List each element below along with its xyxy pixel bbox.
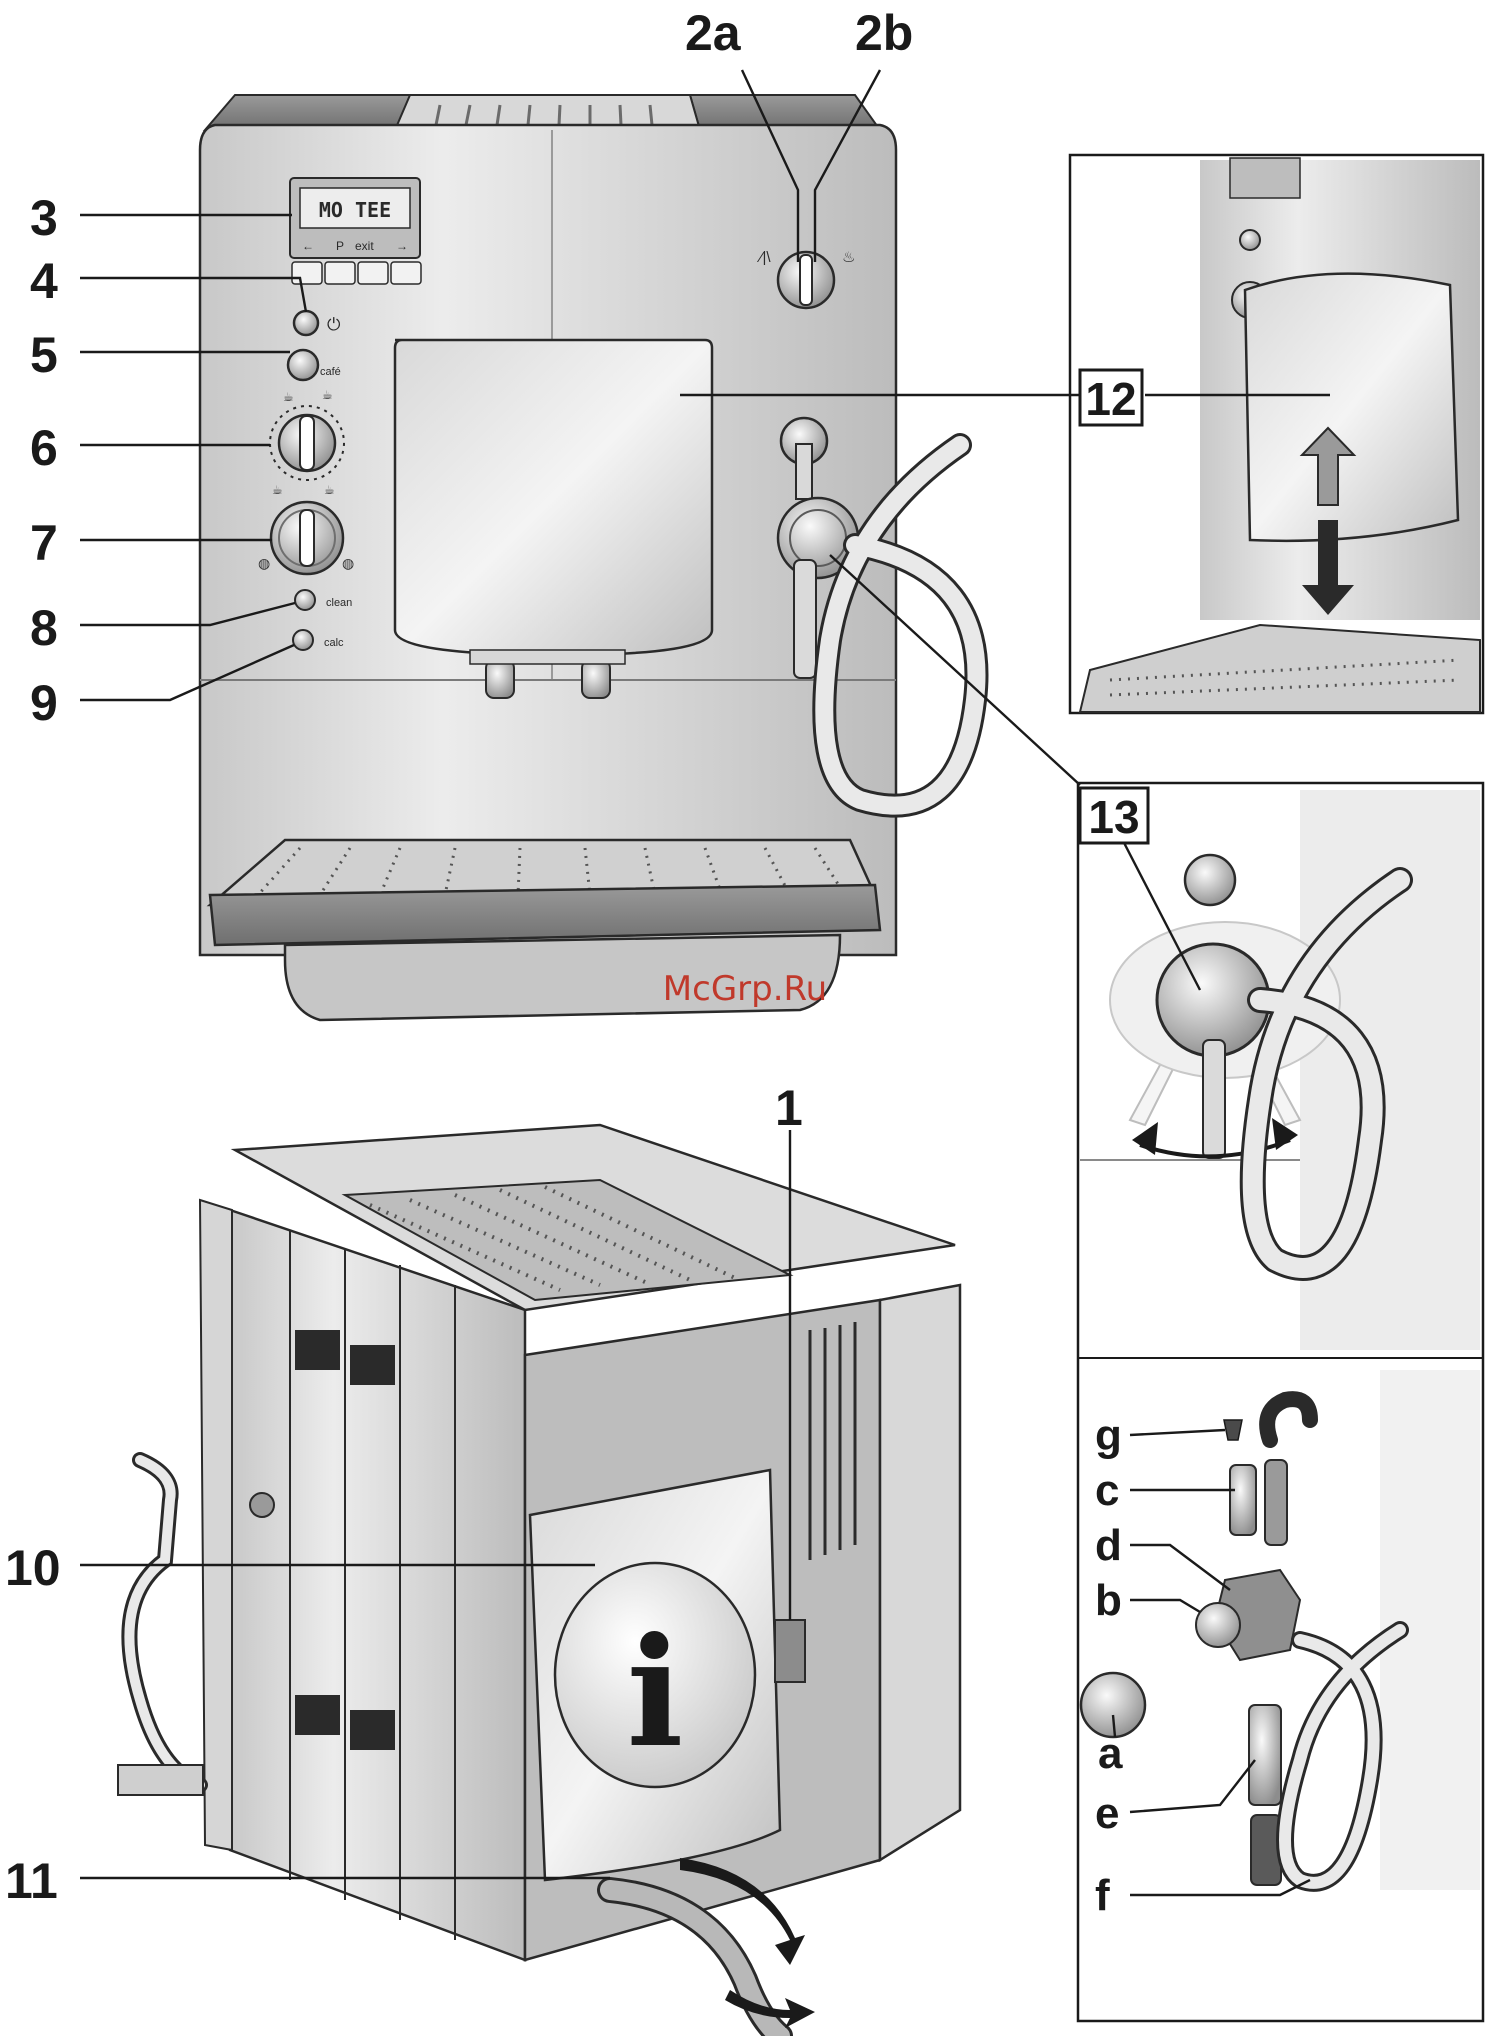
label-8: 8 [30, 600, 58, 656]
label-a: a [1098, 1729, 1123, 1778]
part-b [1196, 1603, 1240, 1647]
cafe-button[interactable] [288, 350, 318, 380]
cup-icon-left: ☕ [272, 483, 283, 497]
label-1: 1 [775, 1080, 803, 1136]
bean-icon-right: ◍ [342, 555, 354, 571]
display-key-2[interactable] [325, 262, 355, 284]
inset-water-tank [1070, 155, 1483, 713]
info-symbol: i [627, 1605, 684, 1781]
display-key-1[interactable] [292, 262, 322, 284]
watermark: McGrp.Ru [663, 969, 827, 1009]
bean-icon-left: ◍ [258, 555, 270, 571]
clean-label: clean [326, 597, 352, 609]
calc-indicator [293, 630, 313, 650]
cup-small-icon: ☕ [283, 390, 294, 404]
label-3: 3 [30, 190, 58, 246]
label-g: g [1095, 1411, 1122, 1460]
key-label-exit: exit [355, 239, 374, 253]
label-e: e [1095, 1789, 1119, 1838]
part-g [1224, 1420, 1242, 1440]
display-key-4[interactable] [391, 262, 421, 284]
label-4: 4 [30, 253, 58, 309]
part-e [1249, 1705, 1281, 1805]
water-tank-cover[interactable] [395, 340, 712, 655]
calc-label: calc [324, 637, 344, 649]
label-7: 7 [30, 515, 58, 571]
label-6: 6 [30, 420, 58, 476]
tank-cover-lifted[interactable] [1245, 274, 1458, 541]
steam-icon: ♨ [842, 249, 855, 266]
display-key-3[interactable] [358, 262, 388, 284]
cafe-label: café [320, 366, 341, 378]
label-b: b [1095, 1576, 1122, 1625]
front-view: MO TEE ← P exit → ⏻ café ☕ ☕ ☕ ☕ [200, 95, 977, 1020]
label-11: 11 [5, 1853, 58, 1909]
label-13: 13 [1088, 791, 1139, 843]
rear-left-side [230, 1210, 525, 1960]
label-c: c [1095, 1466, 1119, 1515]
label-9: 9 [30, 675, 58, 731]
label-12: 12 [1085, 373, 1136, 425]
key-label-right: → [396, 239, 408, 253]
part-c [1230, 1465, 1256, 1535]
power-button[interactable] [294, 311, 318, 335]
label-5: 5 [30, 327, 58, 383]
grind-knob[interactable] [271, 502, 343, 574]
label-10: 10 [5, 1540, 61, 1596]
inset-steam-nozzle [1078, 783, 1483, 2021]
cup-icon-right: ☕ [324, 483, 335, 497]
lcd-text: MO TEE [319, 198, 391, 222]
power-icon: ⏻ [327, 315, 341, 334]
key-label-p: P [336, 239, 344, 253]
rear-view: i [118, 1125, 960, 2036]
label-2a: 2a [685, 5, 742, 61]
key-label-left: ← [302, 239, 314, 253]
clean-indicator [295, 590, 315, 610]
label-d: d [1095, 1521, 1122, 1570]
power-socket [775, 1620, 805, 1682]
label-f: f [1095, 1871, 1110, 1920]
cup-medium-icon: ☕ [322, 388, 333, 402]
label-2b: 2b [855, 5, 913, 61]
